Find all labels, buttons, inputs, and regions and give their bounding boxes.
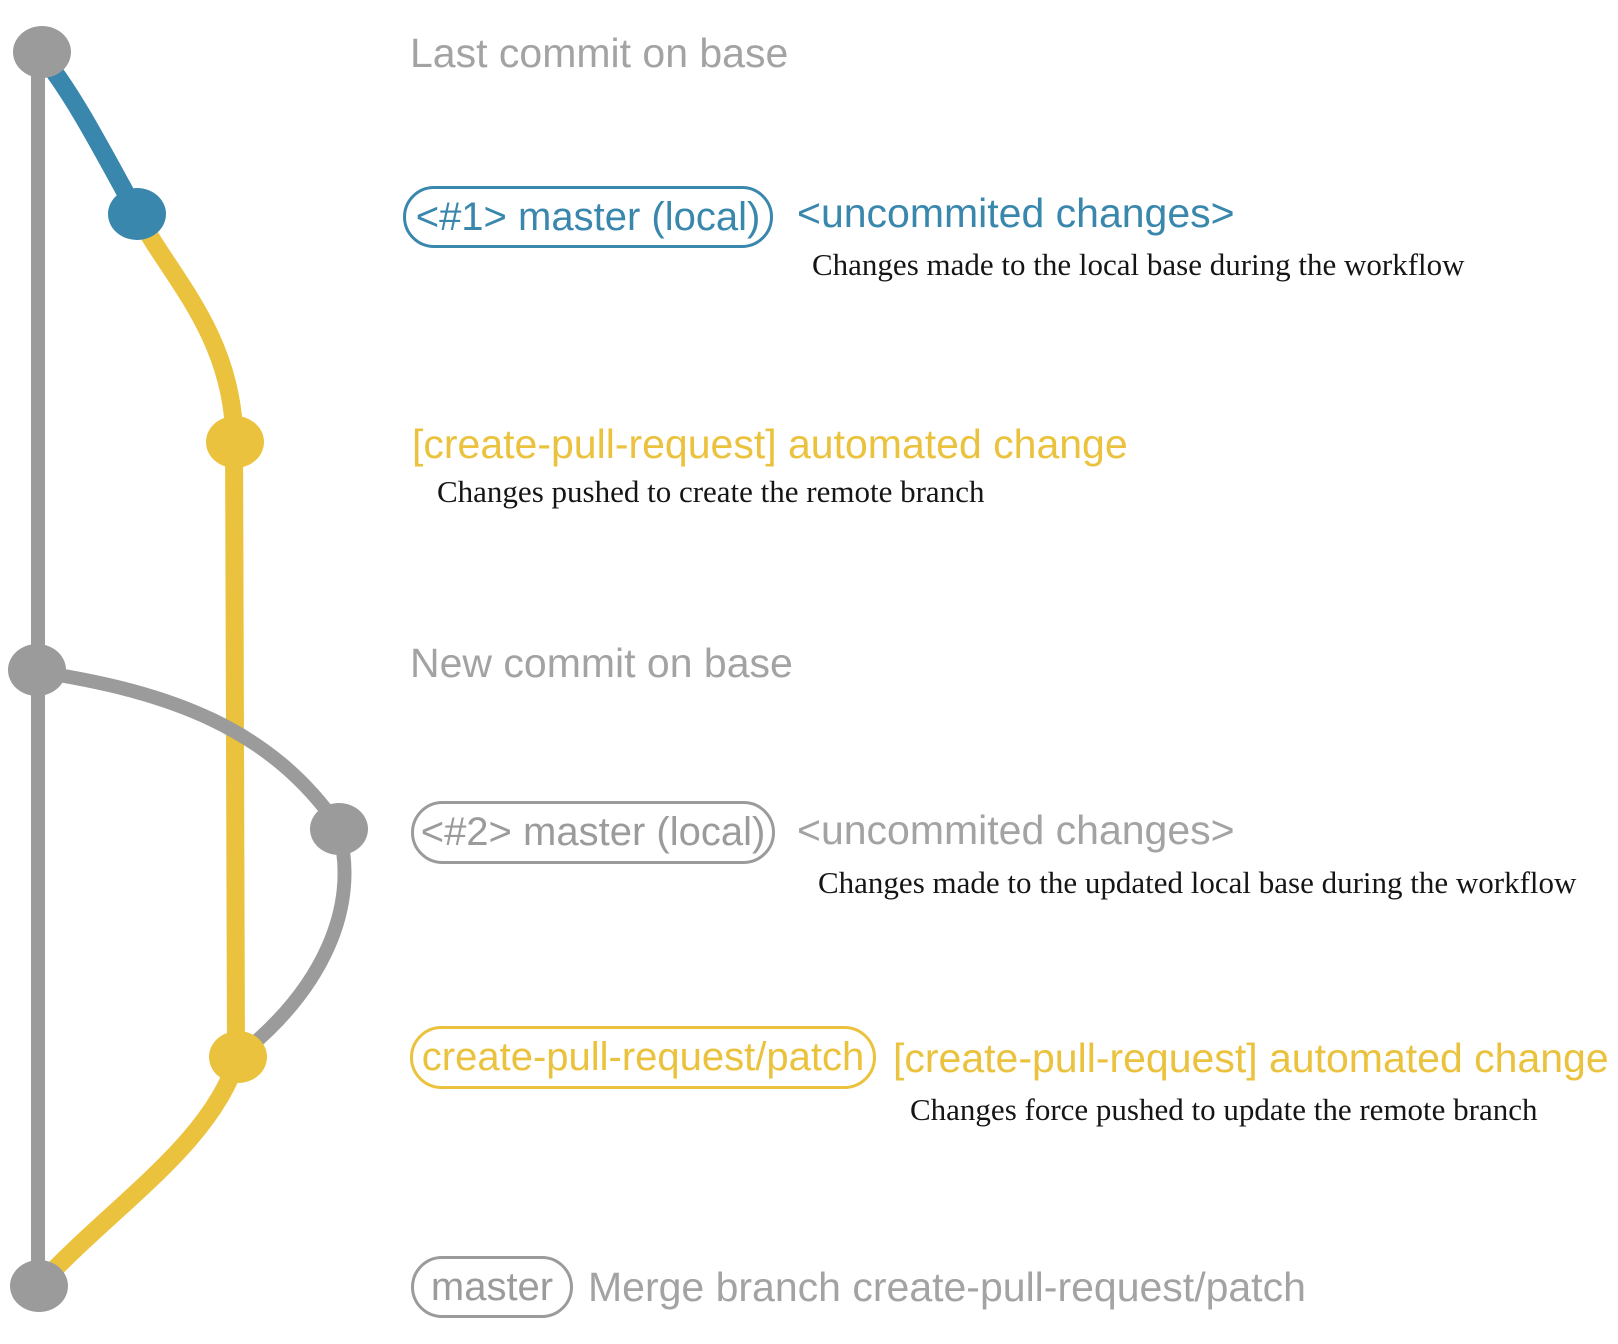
push2-message: [create-pull-request] automated change (893, 1035, 1609, 1081)
rebased-local-branch-return-line-gray (233, 824, 352, 1062)
commit1-message: <uncommited changes> (797, 190, 1235, 236)
remote-branch-line-yellow (130, 209, 245, 1064)
commit-node-remote-2 (209, 1031, 267, 1083)
push1-description: Changes pushed to create the remote bran… (437, 474, 985, 509)
branch-badge-master: master (411, 1256, 573, 1318)
merge-commit-message: Merge branch create-pull-request/patch (588, 1264, 1306, 1310)
branch-badge-master-local-1: <#1> master (local) (403, 186, 773, 248)
commit2-message: <uncommited changes> (797, 807, 1235, 853)
commit-node-last-base (13, 26, 71, 78)
rebased-local-branch-line-gray (33, 665, 345, 833)
commit-node-remote-1 (206, 416, 264, 468)
commit-node-local-2 (310, 803, 368, 855)
new-commit-label: New commit on base (410, 640, 793, 686)
commit-graph (8, 26, 368, 1312)
push2-description: Changes force pushed to update the remot… (910, 1092, 1538, 1127)
branch-badge-create-pull-request-patch: create-pull-request/patch (410, 1026, 876, 1089)
commit-node-new-base (8, 644, 66, 696)
remote-branch-merge-line-yellow (35, 1048, 247, 1289)
commit1-description: Changes made to the local base during th… (812, 247, 1465, 282)
branch-badge-master-local-2: <#2> master (local) (411, 801, 775, 864)
last-commit-label: Last commit on base (410, 30, 789, 76)
commit-node-local-1 (108, 188, 166, 240)
push1-message: [create-pull-request] automated change (412, 421, 1128, 467)
commit-node-merge (10, 1260, 68, 1312)
local-branch-line-blue (33, 47, 144, 219)
commit2-description: Changes made to the updated local base d… (818, 865, 1577, 900)
